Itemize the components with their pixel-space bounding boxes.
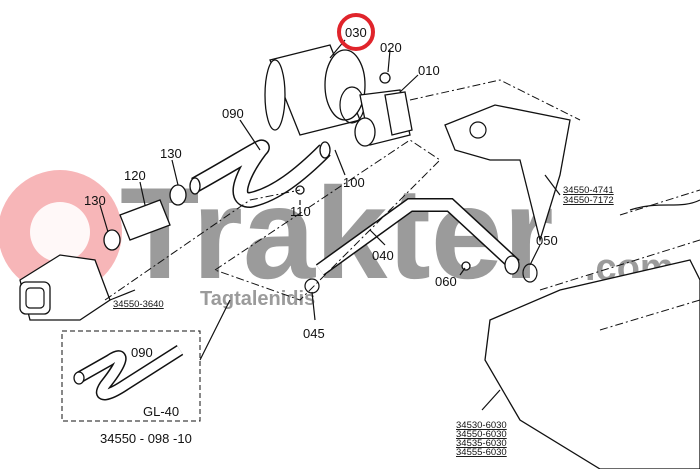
pump-part-number[interactable]: 34550-3640 xyxy=(113,299,164,310)
bracket-part-number-2[interactable]: 34550-7172 xyxy=(563,195,614,206)
callout-010[interactable]: 010 xyxy=(418,63,440,78)
inset-gl40 xyxy=(61,330,201,422)
engine-part-number-3[interactable]: 34535-6030 xyxy=(456,438,507,449)
oil-filter xyxy=(264,44,366,136)
highlight-circle xyxy=(337,13,375,51)
callout-040[interactable]: 040 xyxy=(372,248,394,263)
callout-110[interactable]: 110 xyxy=(290,204,311,219)
callout-060[interactable]: 060 xyxy=(435,274,457,289)
callout-050[interactable]: 050 xyxy=(536,233,558,248)
callout-100[interactable]: 100 xyxy=(343,175,365,190)
bracket-part-number-1[interactable]: 34550-4741 xyxy=(563,185,614,196)
callout-030[interactable]: 030 xyxy=(345,25,367,40)
inset-callout-090[interactable]: 090 xyxy=(131,345,153,360)
engine-part-number-4[interactable]: 34555-6030 xyxy=(456,447,507,458)
assembly-frame xyxy=(213,139,441,301)
engine-block xyxy=(484,189,700,469)
leader-lines xyxy=(99,39,561,411)
callout-130-lower[interactable]: 130 xyxy=(84,193,106,208)
callout-045[interactable]: 045 xyxy=(303,326,325,341)
water-pump xyxy=(19,189,301,321)
watermark-owner: Tagtalenidis xyxy=(200,288,315,310)
engine-part-number-2[interactable]: 34550-6030 xyxy=(456,429,507,440)
callout-020[interactable]: 020 xyxy=(380,40,402,55)
inset-variant: GL-40 xyxy=(143,404,179,419)
pipe-120 xyxy=(103,184,305,251)
engine-part-number-1[interactable]: 34530-6030 xyxy=(456,420,507,431)
callout-130-upper[interactable]: 130 xyxy=(160,146,182,161)
filter-head xyxy=(354,72,413,147)
bracket xyxy=(409,79,581,243)
callout-090[interactable]: 090 xyxy=(222,106,244,121)
callout-120[interactable]: 120 xyxy=(124,168,146,183)
pipe-040 xyxy=(304,198,538,294)
hose-090 xyxy=(189,139,331,209)
inset-code: 34550 - 098 -10 xyxy=(100,431,192,446)
